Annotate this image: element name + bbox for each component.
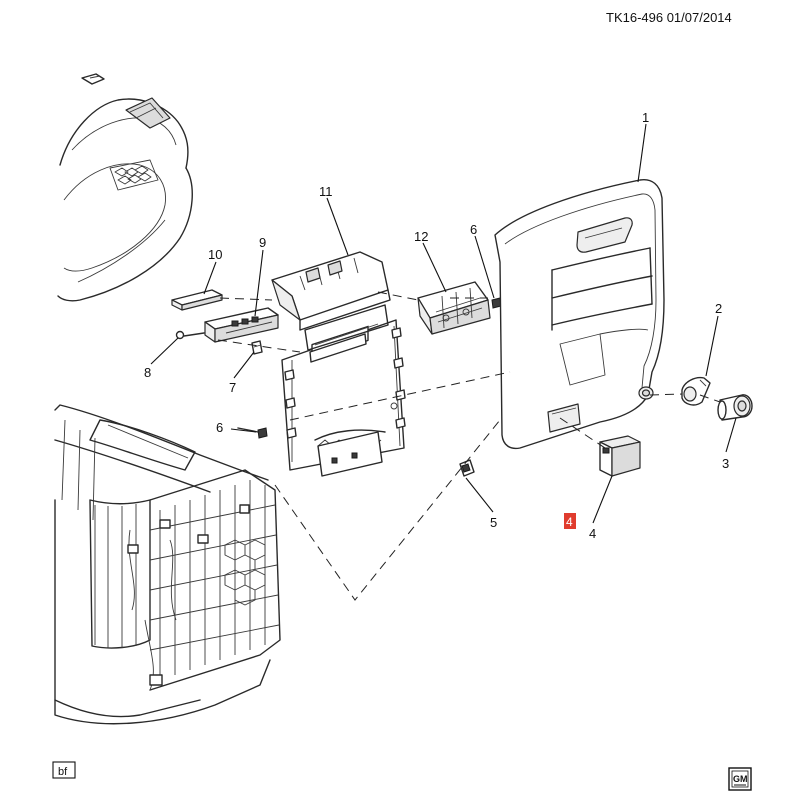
- honeycomb-panel: [224, 539, 266, 606]
- callout-3: 3: [722, 456, 729, 471]
- callout-1: 1: [642, 110, 649, 125]
- callout-10: 10: [208, 247, 222, 262]
- console-bin-assembly: [54, 404, 281, 725]
- part-6-screw-lower[interactable]: [237, 427, 268, 439]
- highlight-box: [564, 513, 576, 529]
- part-3-plug[interactable]: [717, 394, 753, 421]
- callout-4: 4: [589, 526, 596, 541]
- callout-6-upper: 6: [470, 222, 477, 237]
- callout-leader-lines: [150, 123, 737, 524]
- callout-2: 2: [715, 301, 722, 316]
- part-2-socket-housing[interactable]: [681, 376, 711, 406]
- part-12-grille[interactable]: [417, 281, 491, 335]
- part-9-switch-module[interactable]: [204, 307, 279, 343]
- callout-11: 11: [319, 184, 333, 199]
- part-8-screw[interactable]: [175, 330, 205, 340]
- console-shell-outline: [57, 73, 193, 302]
- footer-tag: bf: [52, 761, 76, 779]
- callout-labels: 1 2 3 4 5 6 6 7 8 9 10 11 12: [144, 110, 729, 541]
- callout-7: 7: [229, 380, 236, 395]
- highlight-label: 4: [566, 515, 573, 529]
- gm-logo-text: GM: [733, 774, 748, 784]
- callout-5: 5: [490, 515, 497, 530]
- part-5-clip[interactable]: [459, 459, 475, 477]
- assembly-dashed-lines: [217, 291, 721, 601]
- callout-9: 9: [259, 235, 266, 250]
- part-10-clip[interactable]: [171, 289, 223, 311]
- mesh-grille: [109, 159, 159, 191]
- part-1-bezel-panel[interactable]: [494, 178, 665, 450]
- diagram-reference: TK16-496 01/07/2014: [606, 10, 732, 25]
- highlight-marker[interactable]: 4: [564, 513, 576, 529]
- callout-12: 12: [414, 229, 428, 244]
- part-6-screw-upper[interactable]: [491, 297, 502, 309]
- gm-logo: GM: [728, 767, 752, 791]
- part-11-bracket[interactable]: [271, 251, 406, 477]
- part-7-clip[interactable]: [251, 340, 263, 355]
- callout-6-lower: 6: [216, 420, 223, 435]
- callout-8: 8: [144, 365, 151, 380]
- footer-tag-text: bf: [58, 766, 68, 778]
- part-4-module[interactable]: [599, 435, 641, 477]
